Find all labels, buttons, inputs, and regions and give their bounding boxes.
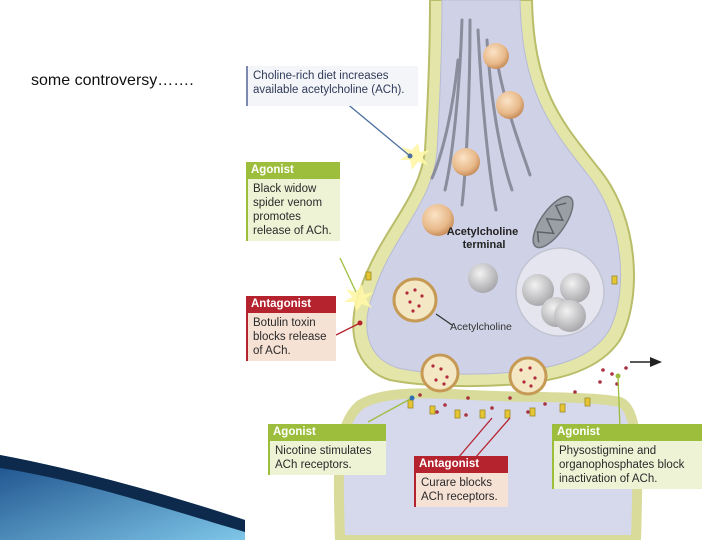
terminal-label-line: Acetylcholine — [447, 226, 519, 238]
black-widow-header: Agonist — [246, 162, 340, 179]
mitochondrion — [532, 195, 574, 249]
ach-vesicles — [392, 43, 605, 396]
nicotine-header: Agonist — [268, 424, 386, 441]
botulin-box: Antagonist Botulin toxin blocks release … — [246, 296, 336, 361]
decorative-swoosh — [0, 455, 245, 540]
botulin-text: Botulin toxin blocks release of ACh. — [246, 313, 336, 361]
slide-text: some controversy……. — [31, 72, 194, 89]
agonist-starbursts — [344, 143, 430, 312]
physostigmine-header: Agonist — [552, 424, 702, 441]
curare-header: Antagonist — [414, 456, 508, 473]
curare-box: Antagonist Curare blocks ACh receptors. — [414, 456, 508, 507]
nicotine-text: Nicotine stimulates ACh receptors. — [268, 441, 386, 475]
black-widow-box: Agonist Black widow spider venom promote… — [246, 162, 340, 241]
choline-note: Choline-rich diet increases available ac… — [246, 66, 418, 106]
physostigmine-box: Agonist Physostigmine and organophosphat… — [552, 424, 702, 489]
botulin-header: Antagonist — [246, 296, 336, 313]
nicotine-box: Agonist Nicotine stimulates ACh receptor… — [268, 424, 386, 475]
pointer-lines — [335, 101, 621, 459]
terminal-label: Acetylcholine terminal — [447, 226, 522, 251]
ach-label: Acetylcholine — [450, 321, 512, 333]
black-widow-text: Black widow spider venom promotes releas… — [246, 179, 340, 241]
choline-note-text: Choline-rich diet increases available ac… — [253, 70, 405, 96]
physostigmine-text: Physostigmine and organophosphates block… — [552, 441, 702, 489]
terminal-label-line: terminal — [463, 239, 506, 251]
curare-text: Curare blocks ACh receptors. — [414, 473, 508, 507]
